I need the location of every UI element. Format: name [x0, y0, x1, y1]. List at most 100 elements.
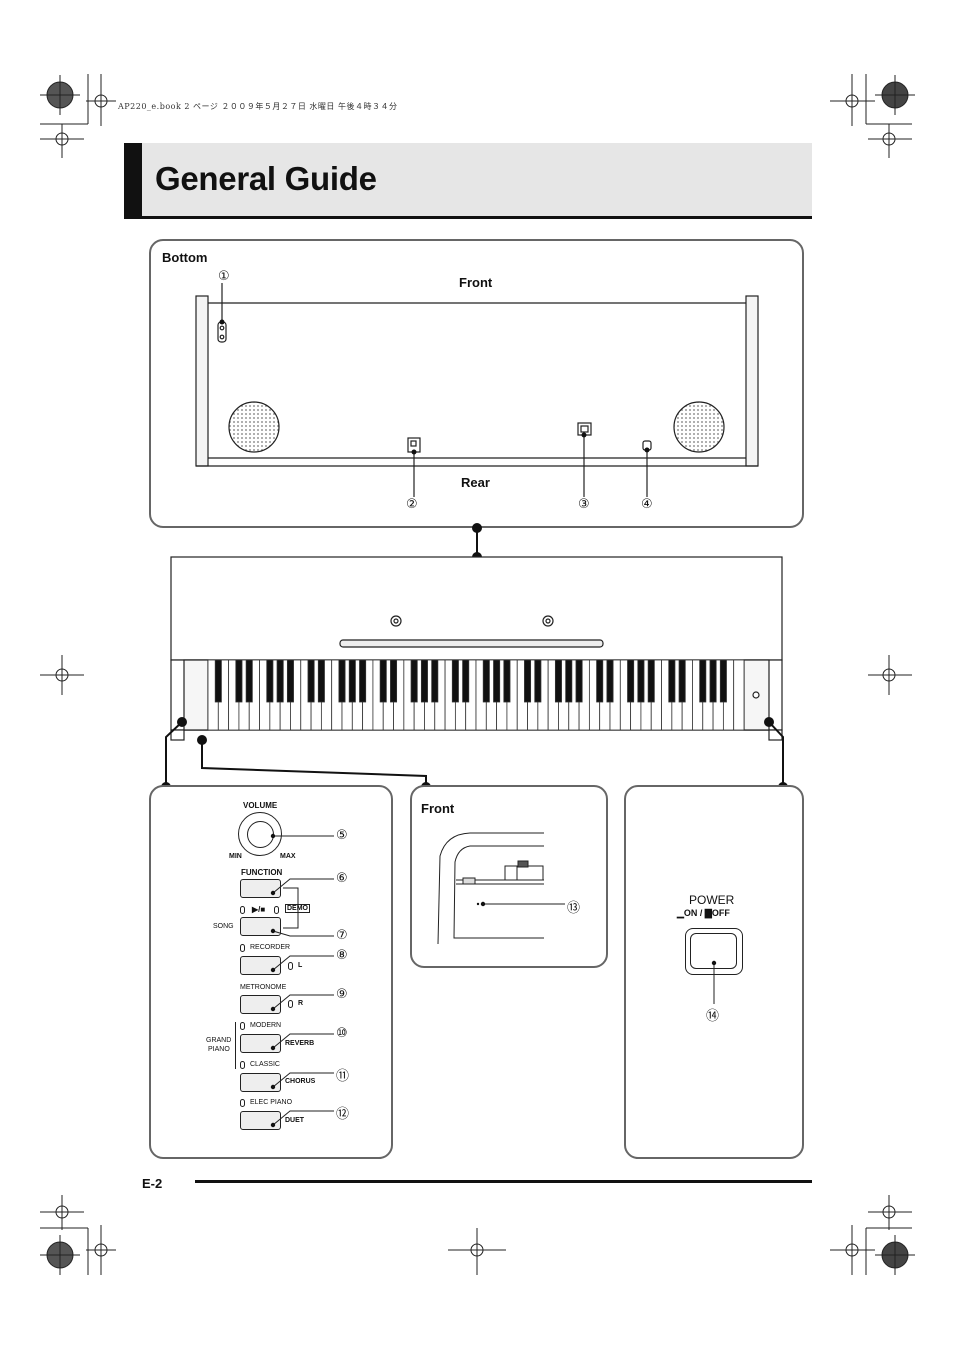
min-label: MIN [229, 853, 242, 860]
page-number: E-2 [142, 1176, 163, 1191]
elec-piano-label: ELEC PIANO [250, 1099, 293, 1106]
front-view-label: Front [421, 801, 455, 816]
black-key [359, 659, 367, 703]
callout-1: ① [218, 269, 230, 284]
max-label: MAX [280, 853, 296, 860]
play-led-right [274, 906, 279, 914]
footer-rule [195, 1180, 812, 1183]
grand-label: GRAND [206, 1037, 232, 1044]
black-key [493, 659, 501, 703]
metronome-label: METRONOME [240, 984, 287, 991]
black-key [266, 659, 274, 703]
callout-9: ⑨ [336, 987, 348, 1002]
play-led-left [240, 906, 245, 914]
classic-button[interactable] [240, 1073, 281, 1092]
chorus-label: CHORUS [285, 1078, 316, 1085]
recorder-led [240, 944, 245, 952]
black-key [317, 659, 325, 703]
black-key [637, 659, 645, 703]
grand-piano-bracket [235, 1022, 236, 1069]
black-key [451, 659, 459, 703]
callout-14: ⑭ [706, 1009, 720, 1024]
black-key [524, 659, 532, 703]
r-label: R [298, 1000, 304, 1007]
file-info: AP220_e.book 2 ページ ２００９年５月２７日 水曜日 午後４時３４… [118, 102, 398, 111]
black-key [214, 659, 222, 703]
black-key [699, 659, 707, 703]
black-key [410, 659, 418, 703]
black-key [348, 659, 356, 703]
callout-8: ⑧ [336, 948, 348, 963]
black-key [431, 659, 439, 703]
black-key [503, 659, 511, 703]
black-key [596, 659, 604, 703]
callout-11: ⑪ [336, 1069, 350, 1084]
black-key [606, 659, 614, 703]
callout-5: ⑤ [336, 828, 348, 843]
duet-label: DUET [285, 1117, 305, 1124]
callout-12: ⑫ [336, 1107, 350, 1122]
title-accent [124, 143, 142, 219]
black-key [276, 659, 284, 703]
black-key [554, 659, 562, 703]
black-key [235, 659, 243, 703]
front-label: Front [459, 275, 493, 290]
black-key [420, 659, 428, 703]
page-title: General Guide [155, 160, 377, 197]
black-key [647, 659, 655, 703]
black-key [462, 659, 470, 703]
modern-button[interactable] [240, 1034, 281, 1053]
callout-3: ③ [578, 497, 590, 512]
black-key [245, 659, 253, 703]
black-key [719, 659, 727, 703]
black-key [534, 659, 542, 703]
function-label: FUNCTION [241, 868, 283, 877]
black-key [379, 659, 387, 703]
recorder-label: RECORDER [250, 944, 291, 951]
black-key [575, 659, 583, 703]
elec-piano-led [240, 1099, 245, 1107]
black-key [565, 659, 573, 703]
recorder-button[interactable] [240, 956, 281, 975]
power-label: POWER [689, 893, 735, 907]
black-key [390, 659, 398, 703]
elec-piano-button[interactable] [240, 1111, 281, 1130]
volume-label: VOLUME [243, 801, 278, 810]
song-label: SONG [213, 923, 234, 930]
play-stop-label: ▶/■ [252, 905, 266, 914]
function-button[interactable] [240, 879, 281, 898]
black-key [678, 659, 686, 703]
callout-2: ② [406, 497, 418, 512]
classic-led [240, 1061, 245, 1069]
metronome-button[interactable] [240, 995, 281, 1014]
bottom-label: Bottom [162, 250, 208, 265]
white-key [733, 659, 745, 731]
modern-led [240, 1022, 245, 1030]
r-led [288, 1000, 293, 1008]
black-key [627, 659, 635, 703]
callout-10: ⑩ [336, 1026, 348, 1041]
black-key [338, 659, 346, 703]
callout-13: ⑬ [567, 901, 581, 916]
piano-label: PIANO [208, 1046, 230, 1053]
reverb-label: REVERB [285, 1040, 315, 1047]
callout-6: ⑥ [336, 871, 348, 886]
black-key [307, 659, 315, 703]
black-key [709, 659, 717, 703]
callout-7: ⑦ [336, 928, 348, 943]
l-label: L [298, 962, 303, 969]
l-led [288, 962, 293, 970]
black-key [668, 659, 676, 703]
black-key [286, 659, 294, 703]
song-play-stop-button[interactable] [240, 917, 281, 936]
title-bar [124, 143, 812, 219]
classic-label: CLASSIC [250, 1061, 280, 1068]
modern-label: MODERN [250, 1022, 282, 1029]
rear-label: Rear [461, 475, 490, 490]
